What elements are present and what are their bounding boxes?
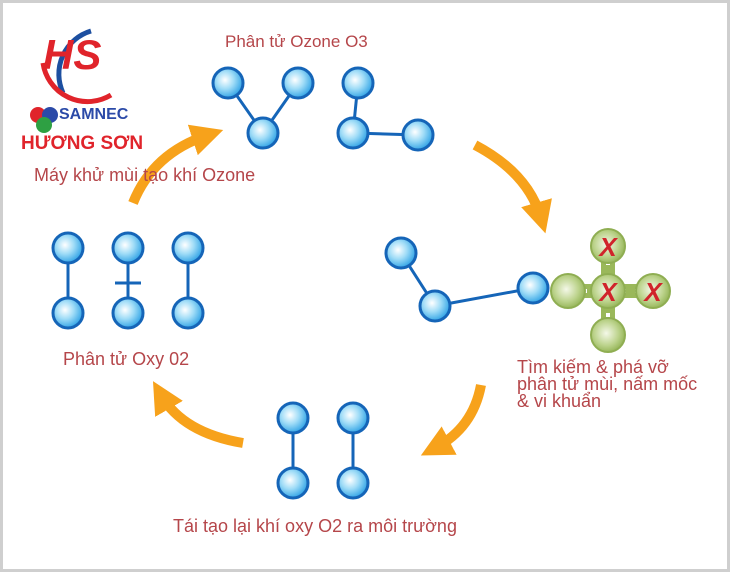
logo-name: HƯƠNG SƠN: [21, 133, 144, 154]
destroy-line-2: phân tử mùi, nấm mốc: [517, 374, 698, 394]
destroy-line-3: & vi khuẩn: [517, 391, 602, 411]
arrow-ozone-to-pollutant: [472, 140, 552, 234]
destroyed-mark-icon: X: [642, 277, 663, 307]
destroyed-mark-icon: X: [597, 232, 618, 262]
destroyed-mark-icon: X: [597, 277, 618, 307]
destroy-label: Tìm kiếm & phá vỡ phân tử mùi, nấm mốc &…: [517, 357, 698, 411]
destroy-line-1: Tìm kiếm & phá vỡ: [517, 357, 669, 377]
cycle-arrows: [128, 124, 552, 456]
arrow-machine-to-ozone: [128, 124, 224, 205]
oxygen-atoms: [51, 66, 550, 500]
arrow-oxygen-to-cycle: [152, 381, 244, 448]
oxygen-label: Phân tử Oxy 02: [63, 349, 190, 369]
arrow-pollutant-to-oxygen: [420, 383, 486, 456]
ozone-label: Phân tử Ozone O3: [225, 32, 368, 51]
logo-brand: SAMNEC: [59, 106, 129, 123]
machine-label: Máy khử mùi tạo khí Ozone: [34, 165, 256, 185]
regenerate-label: Tái tạo lại khí oxy O2 ra môi trường: [173, 516, 457, 536]
logo-monogram: HS: [43, 31, 102, 78]
logo-graphic: [30, 28, 113, 133]
